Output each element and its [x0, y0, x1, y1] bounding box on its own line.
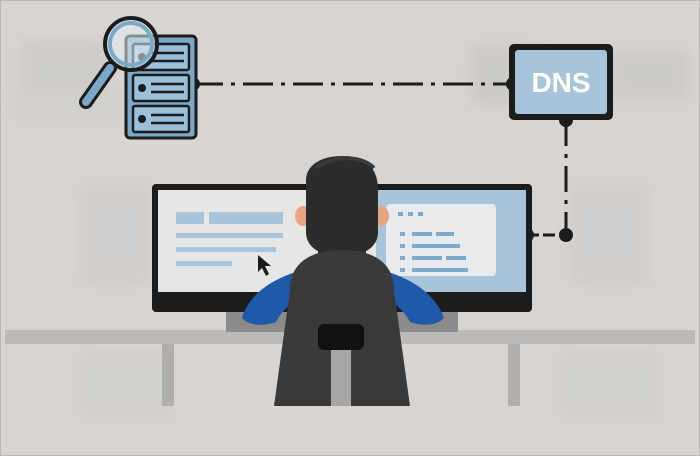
background-blur-shapes	[10, 40, 690, 420]
magnifier-icon	[79, 16, 159, 109]
head-hair	[306, 156, 378, 256]
dns-box-icon: DNS	[509, 44, 613, 120]
chair-post	[331, 350, 351, 406]
chair-headrest	[318, 324, 364, 350]
dns-label: DNS	[531, 67, 590, 98]
node-corner	[559, 228, 573, 242]
chair-illustration	[274, 250, 410, 406]
cursor-icon	[258, 255, 271, 276]
